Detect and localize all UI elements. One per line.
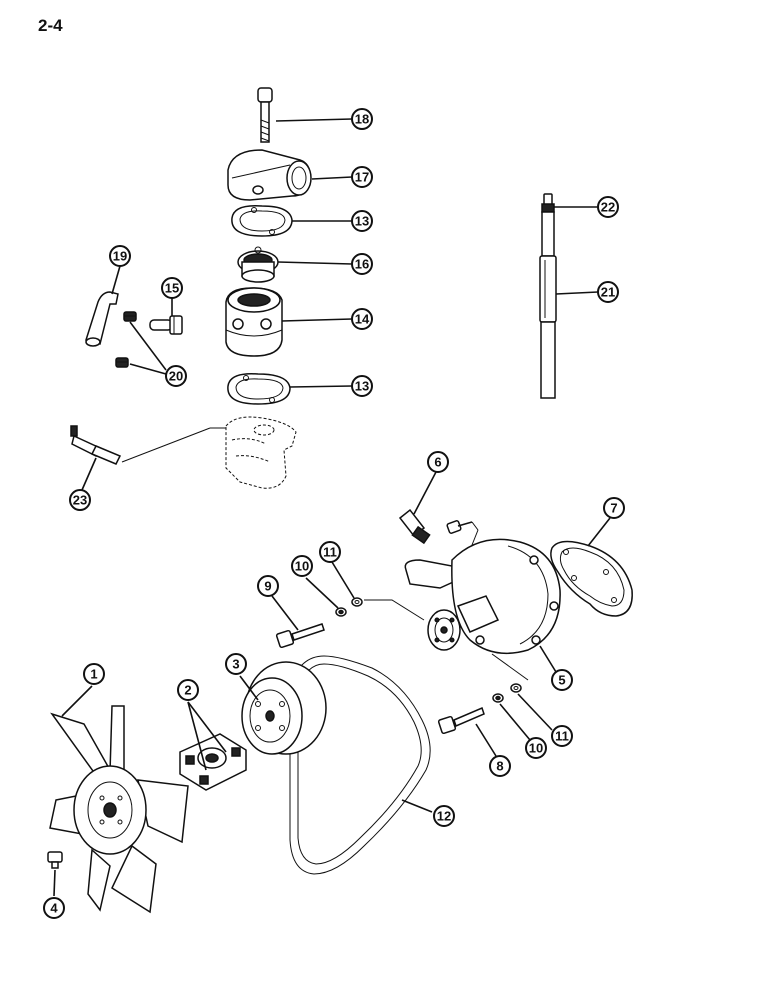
callout-8: 8 [489,755,511,777]
callout-14: 14 [351,308,373,330]
water-pump-part-5 [404,538,561,681]
fitting-part-6 [398,508,431,545]
pump-gasket-part-7 [550,540,633,617]
callout-20: 20 [165,365,187,387]
callout-22: 22 [597,196,619,218]
svg-text:6: 6 [434,455,441,470]
callout-7: 7 [603,497,625,519]
bolt-part-9 [275,623,325,649]
svg-text:10: 10 [529,741,543,756]
hose-part-19 [85,291,119,347]
elbow-housing-part-17 [227,149,312,201]
callout-4: 4 [43,897,65,919]
callout-18: 18 [351,108,373,130]
svg-text:18: 18 [355,112,369,127]
callout-17: 17 [351,166,373,188]
svg-text:5: 5 [558,673,565,688]
dipstick-part-22 [541,193,555,213]
gasket-part-13-lower [227,373,291,405]
bolt-part-18 [257,87,273,143]
svg-text:11: 11 [323,545,337,560]
washer-part-11-lower [510,683,522,693]
svg-text:4: 4 [50,901,58,916]
hose-clamp-part-20-upper [123,311,137,322]
callout-6: 6 [427,451,449,473]
fan-part-1 [49,705,189,914]
spacer-part-2 [179,733,247,791]
callout-16: 16 [351,253,373,275]
svg-text:12: 12 [437,809,451,824]
callout-12: 12 [433,805,455,827]
page-number: 2-4 [38,16,63,35]
svg-text:9: 9 [264,579,271,594]
callout-1: 1 [83,663,105,685]
callout-21: 21 [597,281,619,303]
svg-text:16: 16 [355,257,369,272]
leader-lines [53,118,611,897]
temp-sender-part-23 [70,425,226,465]
washer-part-10-lower [492,693,504,703]
hose-clamp-part-20-lower [115,357,129,368]
engine-outline-dashed [225,416,297,489]
drive-belt-part-12 [289,655,431,875]
callout-11-upper: 11 [319,541,341,563]
dipstick-tube-part-21 [539,211,557,399]
thermostat-housing-part-14 [225,287,283,357]
callout-9: 9 [257,575,279,597]
svg-text:11: 11 [555,729,569,744]
callout-5: 5 [551,669,573,691]
callout-10-upper: 10 [291,555,313,577]
callout-13-lower: 13 [351,375,373,397]
washer-part-10-upper [335,607,347,617]
svg-text:13: 13 [355,379,369,394]
svg-text:20: 20 [169,369,183,384]
fan-bolt-part-4 [47,851,63,869]
svg-text:1: 1 [90,667,97,682]
svg-text:13: 13 [355,214,369,229]
svg-text:23: 23 [73,493,87,508]
callout-19: 19 [109,245,131,267]
svg-text:10: 10 [295,559,309,574]
callout-13-upper: 13 [351,210,373,232]
svg-text:19: 19 [113,249,127,264]
callout-15: 15 [161,277,183,299]
pulley-part-3 [241,661,327,755]
callout-2: 2 [177,679,199,701]
svg-text:14: 14 [355,312,370,327]
svg-text:22: 22 [601,200,615,215]
svg-text:7: 7 [610,501,617,516]
callout-10-lower: 10 [525,737,547,759]
svg-text:2: 2 [184,683,191,698]
svg-text:8: 8 [496,759,503,774]
elbow-fitting-part-15 [149,315,183,335]
callout-11-lower: 11 [551,725,573,747]
callout-23: 23 [69,489,91,511]
bolt-part-8 [437,706,485,735]
svg-text:3: 3 [232,657,239,672]
svg-text:17: 17 [355,170,369,185]
assembly-line-upper [364,599,425,621]
svg-text:15: 15 [165,281,179,296]
thermostat-part-16 [237,246,279,283]
washer-part-11-upper [351,597,363,607]
callout-3: 3 [225,653,247,675]
svg-text:21: 21 [601,285,615,300]
gasket-part-13-upper [231,205,293,237]
